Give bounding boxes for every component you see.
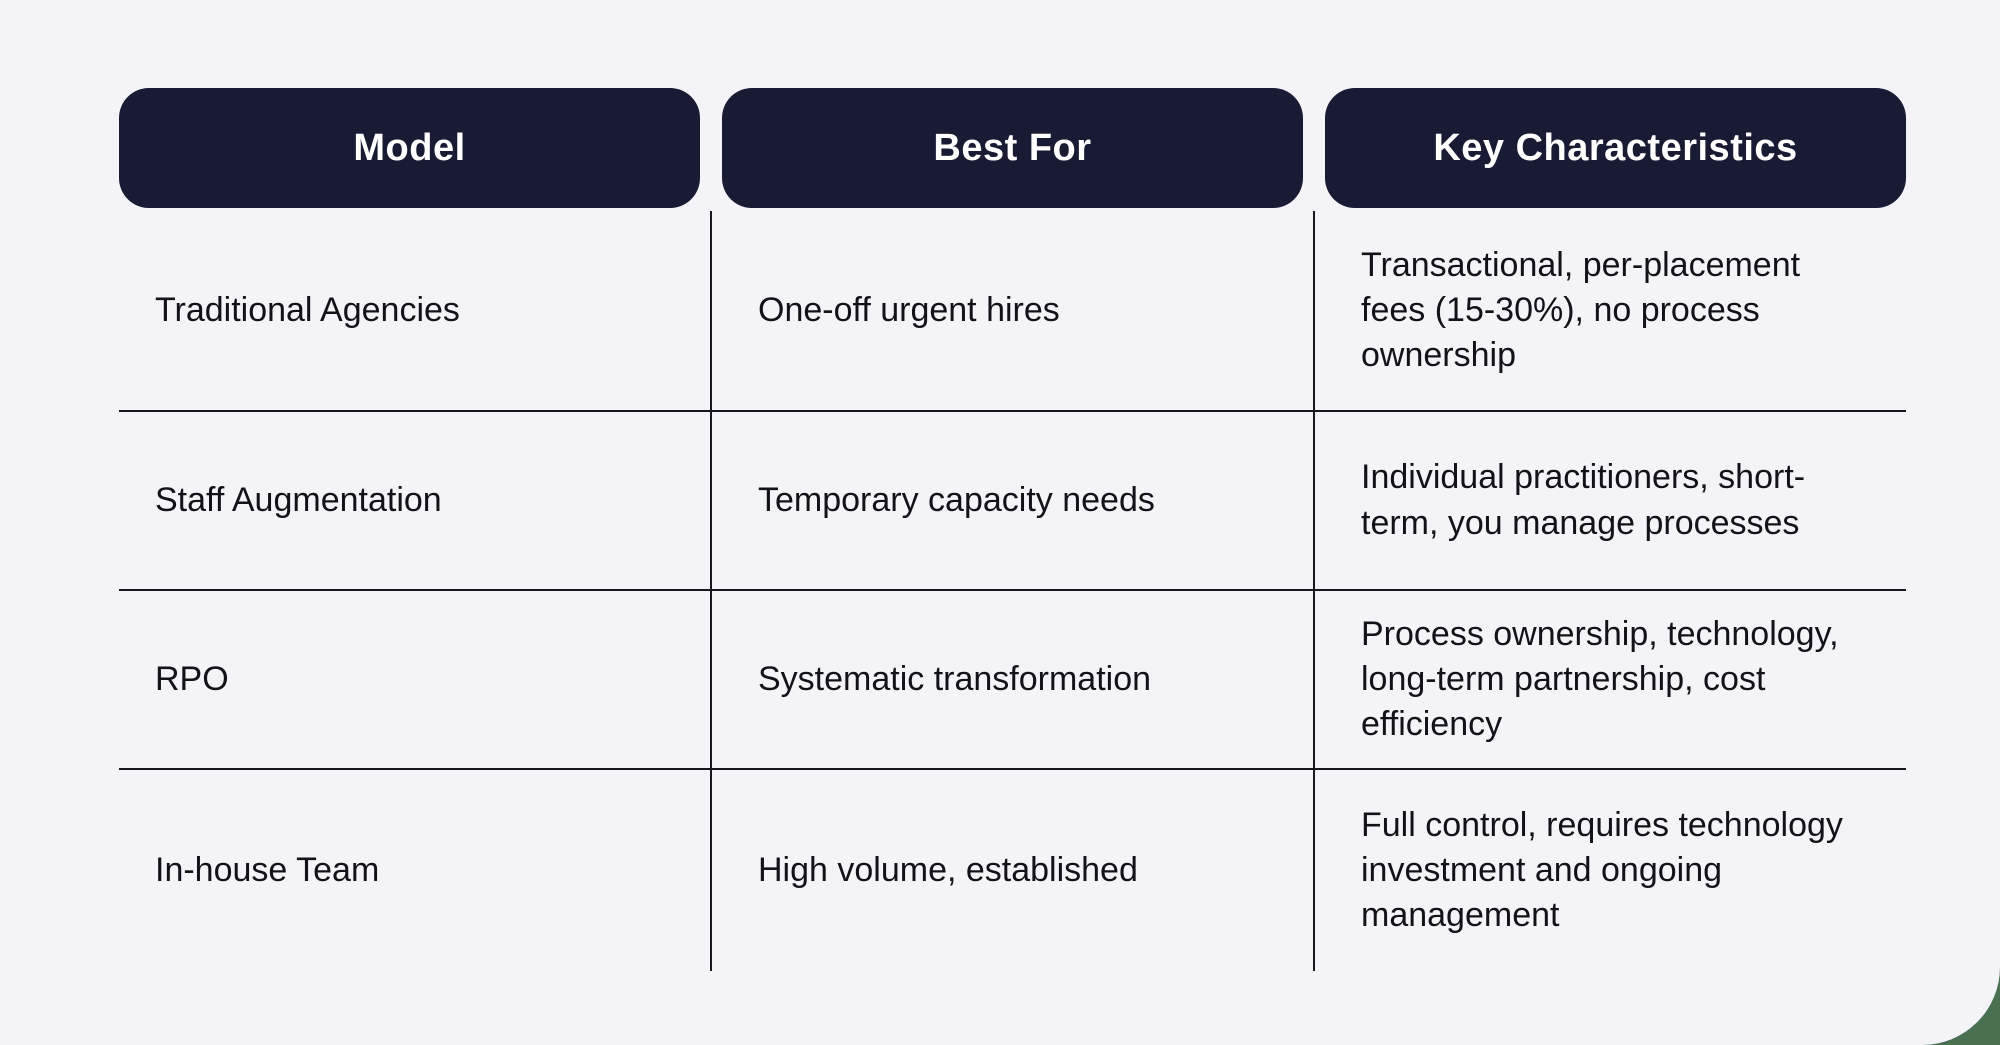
cell-model: Staff Augmentation	[119, 412, 700, 589]
column-divider-1	[710, 211, 712, 971]
cell-text: Individual practitioners, short-term, yo…	[1361, 458, 1806, 542]
cell-best-for: High volume, established	[722, 770, 1303, 971]
table-body: Traditional Agencies One-off urgent hire…	[119, 211, 1906, 971]
cell-best-for: Temporary capacity needs	[722, 412, 1303, 589]
cell-model: In-house Team	[119, 770, 700, 971]
cell-best-for: One-off urgent hires	[722, 211, 1303, 410]
cell-key-characteristics: Process ownership, technology, long-term…	[1325, 591, 1906, 768]
cell-key-characteristics: Individual practitioners, short-term, yo…	[1325, 412, 1906, 589]
cell-key-characteristics: Full control, requires technology invest…	[1325, 770, 1906, 971]
cell-model: Traditional Agencies	[119, 211, 700, 410]
column-header-best-for: Best For	[722, 88, 1303, 208]
cell-best-for: Systematic transformation	[722, 591, 1303, 768]
cell-text: One-off urgent hires	[758, 290, 1060, 329]
cell-text: Temporary capacity needs	[758, 480, 1155, 519]
cell-text: RPO	[155, 659, 229, 698]
cell-key-characteristics: Transactional, per-placement fees (15-30…	[1325, 211, 1906, 410]
column-header-model: Model	[119, 88, 700, 208]
column-divider-2	[1313, 211, 1315, 971]
cell-text: Systematic transformation	[758, 659, 1152, 698]
cell-model: RPO	[119, 591, 700, 768]
column-header-key-characteristics: Key Characteristics	[1325, 88, 1906, 208]
table-row-rpo: RPO Systematic transformation Process ow…	[119, 589, 1906, 768]
table-header-row: Model Best For Key Characteristics	[119, 88, 1906, 208]
column-header-label: Best For	[933, 126, 1092, 169]
table-row-staff-augmentation: Staff Augmentation Temporary capacity ne…	[119, 410, 1906, 589]
cell-text: Process ownership, technology, long-term…	[1361, 614, 1839, 744]
column-header-label: Key Characteristics	[1433, 126, 1798, 169]
comparison-table: Model Best For Key Characteristics Tradi…	[119, 88, 1906, 971]
table-row-traditional-agencies: Traditional Agencies One-off urgent hire…	[119, 211, 1906, 410]
cell-text: High volume, established	[758, 850, 1138, 889]
cell-text: In-house Team	[155, 850, 380, 889]
cell-text: Transactional, per-placement fees (15-30…	[1361, 245, 1801, 375]
cell-text: Traditional Agencies	[155, 290, 460, 329]
cell-text: Staff Augmentation	[155, 480, 442, 519]
table-row-in-house-team: In-house Team High volume, established F…	[119, 768, 1906, 971]
column-header-label: Model	[353, 126, 466, 169]
cell-text: Full control, requires technology invest…	[1361, 805, 1843, 935]
